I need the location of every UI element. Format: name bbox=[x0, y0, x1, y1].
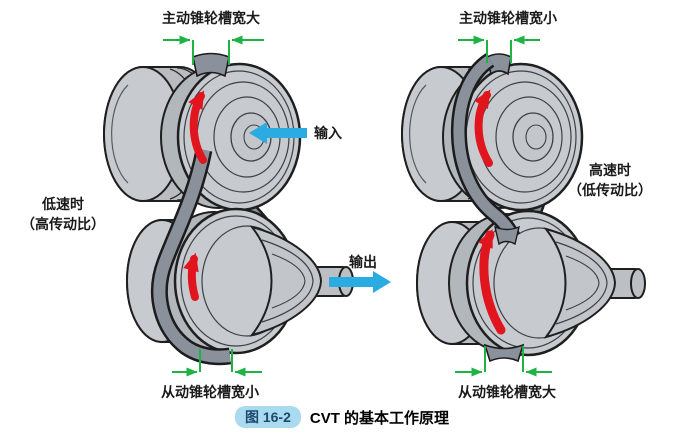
label-output: 输出 bbox=[349, 254, 377, 270]
figure-caption: 图 16-2 CVT 的基本工作原理 bbox=[0, 406, 684, 428]
measure-top-left bbox=[163, 35, 264, 65]
label-high-speed-line2: （低传动比） bbox=[568, 182, 652, 198]
label-low-speed-line2: （高传动比） bbox=[21, 216, 105, 232]
label-low-speed: 低速时 （高传动比） bbox=[3, 194, 123, 234]
label-high-speed-line1: 高速时 bbox=[589, 162, 631, 178]
measure-bottom-right bbox=[455, 346, 552, 377]
label-driven-pulley-right: 从动锥轮槽宽大 bbox=[458, 384, 556, 400]
input-arrow bbox=[249, 122, 307, 144]
rotation-arrow-upper-left bbox=[188, 90, 207, 164]
rotation-arrow-upper-right bbox=[474, 89, 493, 167]
measure-top-right bbox=[458, 35, 540, 63]
rotation-arrow-lower-right bbox=[478, 229, 506, 335]
left-pulley-assembly bbox=[103, 52, 391, 366]
label-drive-pulley-right: 主动锥轮槽宽小 bbox=[459, 10, 557, 26]
label-low-speed-line1: 低速时 bbox=[42, 196, 84, 212]
figure-caption-title: CVT 的基本工作原理 bbox=[309, 409, 450, 427]
label-high-speed: 高速时 （低传动比） bbox=[550, 160, 670, 200]
rotation-arrow-lower-left bbox=[183, 252, 199, 301]
right-pulley-assembly bbox=[401, 53, 646, 363]
belt-left-main bbox=[150, 148, 232, 366]
measure-bottom-left bbox=[172, 349, 262, 377]
belt-top-left bbox=[192, 52, 230, 78]
figure-number-badge: 图 16-2 bbox=[234, 406, 301, 428]
belt-bottom-right bbox=[483, 343, 525, 363]
belt-right-main bbox=[450, 53, 521, 241]
output-arrow bbox=[329, 271, 391, 293]
belt-top-right bbox=[486, 53, 512, 76]
label-driven-pulley-left: 从动锥轮槽宽小 bbox=[161, 384, 259, 400]
label-drive-pulley-left: 主动锥轮槽宽大 bbox=[162, 10, 260, 26]
label-input: 输入 bbox=[314, 125, 342, 141]
